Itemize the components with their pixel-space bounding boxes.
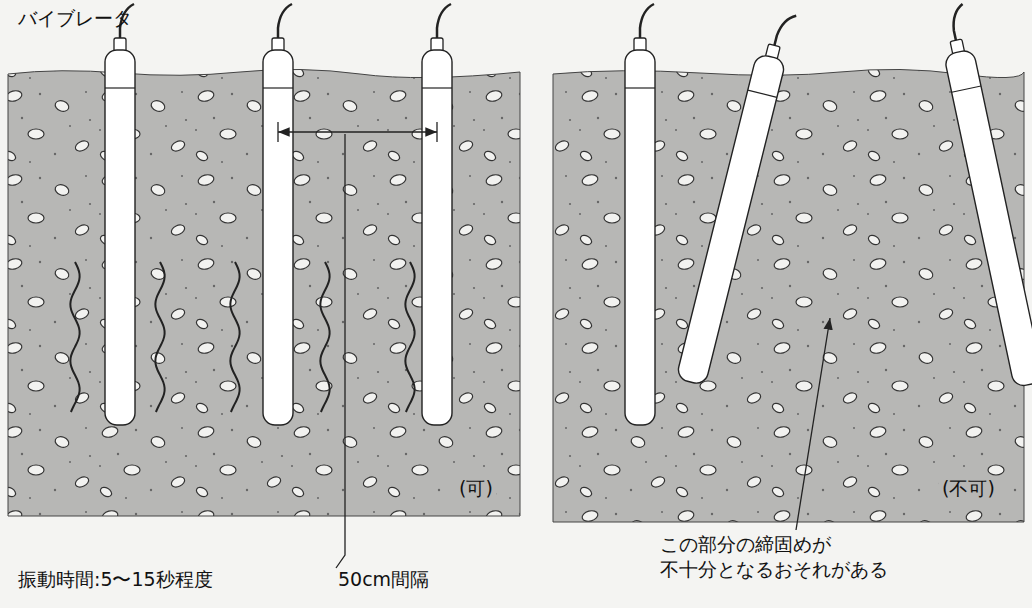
vibrator xyxy=(934,4,1032,388)
leader-line xyxy=(336,134,345,568)
dimension-label: 50cm間隔 xyxy=(338,567,429,592)
vibrator xyxy=(422,4,452,425)
vibration-wave xyxy=(70,262,79,412)
vibration-wave xyxy=(155,262,164,412)
vibrator xyxy=(625,4,655,425)
concrete-right xyxy=(553,69,1024,522)
leader-line xyxy=(796,318,830,530)
panel-verdict: (可) xyxy=(456,476,496,501)
vibration-wave xyxy=(230,262,239,412)
panel-verdict: (不可) xyxy=(939,476,998,501)
note: この部分の締固めが 不十分となるおそれがある xyxy=(660,532,910,581)
vibration-wave xyxy=(320,262,329,412)
concrete-panel: (不可) xyxy=(553,72,1024,522)
vibrator xyxy=(105,4,135,425)
note: 振動時間:5〜15秒程度 xyxy=(18,567,213,592)
part-name: バイブレータ xyxy=(18,6,132,31)
vibrator xyxy=(263,4,293,425)
dimension-line xyxy=(278,122,437,142)
concrete-panel: (可) xyxy=(8,72,520,516)
vibrators xyxy=(105,4,1032,425)
vibrator xyxy=(676,9,797,386)
vibration-wave xyxy=(405,262,414,412)
